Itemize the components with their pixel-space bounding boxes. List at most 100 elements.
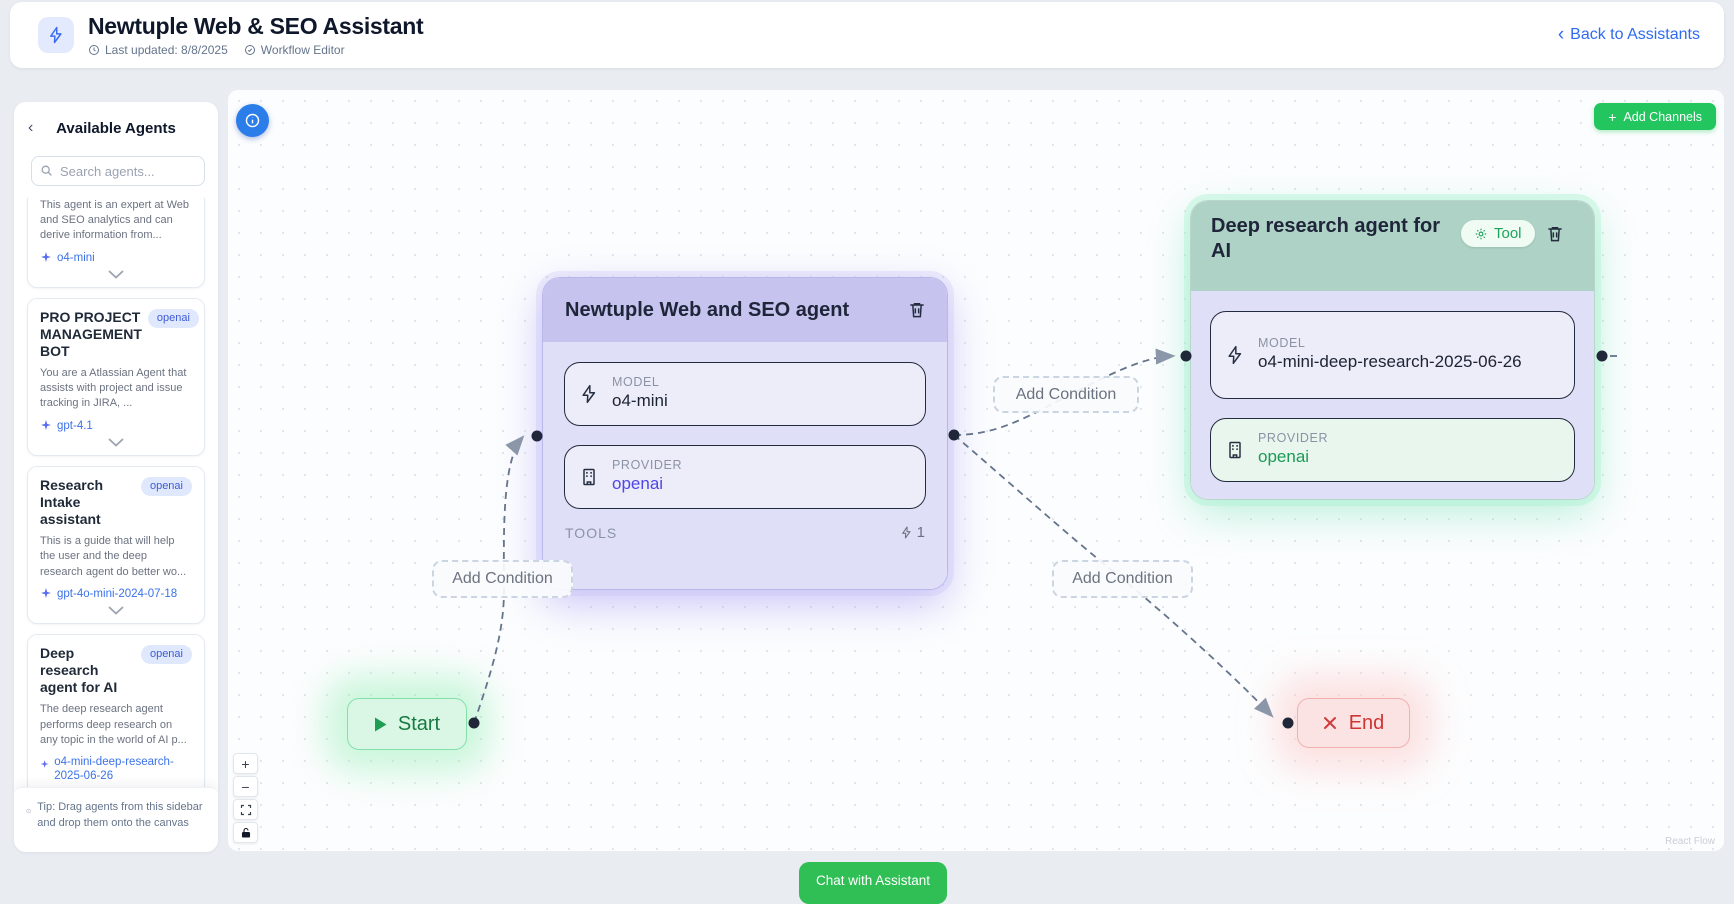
provider-value: openai: [1258, 447, 1310, 467]
agent-list[interactable]: This agent is an expert at Web and SEO a…: [14, 194, 218, 842]
trash-icon: [910, 303, 924, 318]
chevron-down-icon: [108, 270, 124, 279]
expand-agent-button[interactable]: [40, 433, 192, 449]
bolt-icon: [1228, 345, 1242, 365]
sparkle-icon: [41, 251, 51, 262]
info-small-icon: [26, 808, 31, 814]
agent-card-web-seo[interactable]: This agent is an expert at Web and SEO a…: [27, 198, 205, 288]
delete-node-button[interactable]: [1545, 224, 1565, 244]
delete-node-button[interactable]: [907, 300, 927, 320]
node-deep-research-agent[interactable]: Deep research agent for AI Tool MODEL o4…: [1190, 200, 1595, 500]
add-condition-button[interactable]: Add Condition: [1052, 560, 1193, 598]
provider-label: PROVIDER: [612, 458, 683, 473]
agent-description: You are a Atlassian Agent that assists w…: [40, 367, 187, 410]
model-field[interactable]: MODEL o4-mini-deep-research-2025-06-26: [1210, 311, 1575, 399]
handle-start: [468, 717, 480, 729]
agent-card-deep-research[interactable]: Deep research agent for AI openai The de…: [27, 634, 205, 807]
add-condition-button[interactable]: Add Condition: [432, 560, 573, 598]
bolt-icon: [901, 526, 911, 539]
provider-value: openai: [612, 474, 664, 494]
tools-count: 1: [900, 524, 925, 541]
react-flow-attribution: React Flow: [1664, 836, 1715, 847]
node-end[interactable]: End: [1297, 698, 1410, 748]
model-value: o4-mini: [612, 391, 668, 411]
expand-agent-button[interactable]: [40, 265, 192, 281]
sparkle-icon: [40, 760, 49, 768]
provider-badge: openai: [140, 477, 192, 497]
agent-name: PRO PROJECT MANAGEMENT BOT: [40, 308, 142, 360]
agent-description: This is a guide that will help the user …: [40, 535, 187, 578]
model-value: o4-mini-deep-research-2025-06-26: [1258, 352, 1522, 372]
fit-view-icon: [240, 804, 251, 815]
add-condition-button[interactable]: Add Condition: [993, 376, 1139, 413]
search-icon: [40, 164, 53, 177]
model-label: MODEL: [612, 375, 660, 390]
sidebar-collapse-button[interactable]: ‹: [28, 119, 34, 136]
handle-end: [1282, 717, 1294, 729]
sparkle-icon: [41, 419, 51, 430]
info-button[interactable]: [236, 104, 269, 137]
agent-model: o4-mini: [40, 251, 192, 265]
x-icon: [1323, 717, 1336, 729]
handle-agent-left: [531, 430, 543, 442]
tool-badge[interactable]: Tool: [1461, 220, 1535, 247]
gear-icon: [1475, 228, 1487, 239]
add-channels-button[interactable]: + Add Channels: [1594, 103, 1716, 130]
plus-icon: +: [1608, 108, 1617, 125]
node-newtuple-web-seo-agent[interactable]: Newtuple Web and SEO agent MODEL o4-mini…: [542, 277, 948, 590]
expand-agent-button[interactable]: [40, 601, 192, 617]
provider-field[interactable]: PROVIDER openai: [564, 445, 926, 509]
trash-icon: [1547, 226, 1562, 241]
workflow-edges: [468, 348, 1622, 729]
agent-name: Research Intake assistant: [40, 477, 104, 528]
clock-icon: [89, 44, 99, 55]
app-header: Newtuple Web & SEO Assistant Last update…: [10, 2, 1724, 68]
node-title: Newtuple Web and SEO agent: [565, 298, 850, 321]
agent-model: o4-mini-deep-research-2025-06-26: [40, 755, 192, 784]
page-title: Newtuple Web & SEO Assistant: [88, 13, 424, 40]
sparkle-icon: [41, 587, 51, 598]
model-label: MODEL: [1258, 336, 1306, 351]
sidebar-title: Available Agents: [56, 119, 176, 137]
handle-tool-left: [1180, 350, 1192, 362]
check-circle-icon: [244, 44, 255, 55]
agent-card-pro-project[interactable]: PRO PROJECT MANAGEMENT BOT openai You ar…: [27, 297, 205, 457]
provider-label: PROVIDER: [1258, 431, 1329, 446]
agent-name: Deep research agent for AI: [40, 645, 118, 696]
search-agents-input[interactable]: [31, 156, 205, 186]
handle-agent-right: [948, 429, 960, 441]
fit-view-button[interactable]: [233, 799, 258, 820]
zoom-out-button[interactable]: −: [233, 776, 258, 797]
play-icon: [374, 717, 387, 731]
canvas-controls: + −: [233, 753, 258, 843]
provider-field[interactable]: PROVIDER openai: [1210, 418, 1575, 482]
workflow-canvas[interactable]: Newtuple Web and SEO agent MODEL o4-mini…: [228, 90, 1724, 851]
zoom-in-button[interactable]: +: [233, 753, 258, 774]
bolt-icon: [50, 26, 62, 44]
agent-description: The deep research agent performs deep re…: [40, 703, 187, 746]
last-updated: Last updated: 8/8/2025: [88, 43, 228, 57]
model-field[interactable]: MODEL o4-mini: [564, 362, 926, 426]
provider-badge: openai: [140, 645, 192, 665]
lock-button[interactable]: [233, 822, 258, 843]
handle-tool-right: [1596, 350, 1608, 362]
sidebar-tip: Tip: Drag agents from this sidebar and d…: [14, 787, 218, 852]
workflow-editor-badge: Workflow Editor: [244, 43, 345, 57]
node-start[interactable]: Start: [347, 698, 467, 750]
agent-model: gpt-4.1: [40, 419, 192, 433]
agent-card-research-intake[interactable]: Research Intake assistant openai This is…: [27, 466, 205, 625]
lock-icon: [241, 827, 250, 838]
building-icon: [1229, 441, 1241, 459]
chevron-left-icon: ‹: [1557, 23, 1565, 45]
back-to-assistants-link[interactable]: ‹ Back to Assistants: [1557, 23, 1700, 45]
info-icon: [245, 113, 260, 128]
chevron-down-icon: [108, 606, 124, 615]
chat-with-assistant-button[interactable]: Chat with Assistant: [799, 862, 947, 904]
app-logo: [38, 17, 74, 53]
agent-description: This agent is an expert at Web and SEO a…: [40, 199, 189, 242]
available-agents-sidebar: ‹ Available Agents This agent is an expe…: [14, 102, 218, 852]
provider-badge: openai: [147, 308, 199, 329]
tools-label: TOOLS: [565, 524, 618, 541]
node-title: Deep research agent for AI: [1211, 215, 1440, 262]
bolt-icon: [582, 384, 596, 404]
